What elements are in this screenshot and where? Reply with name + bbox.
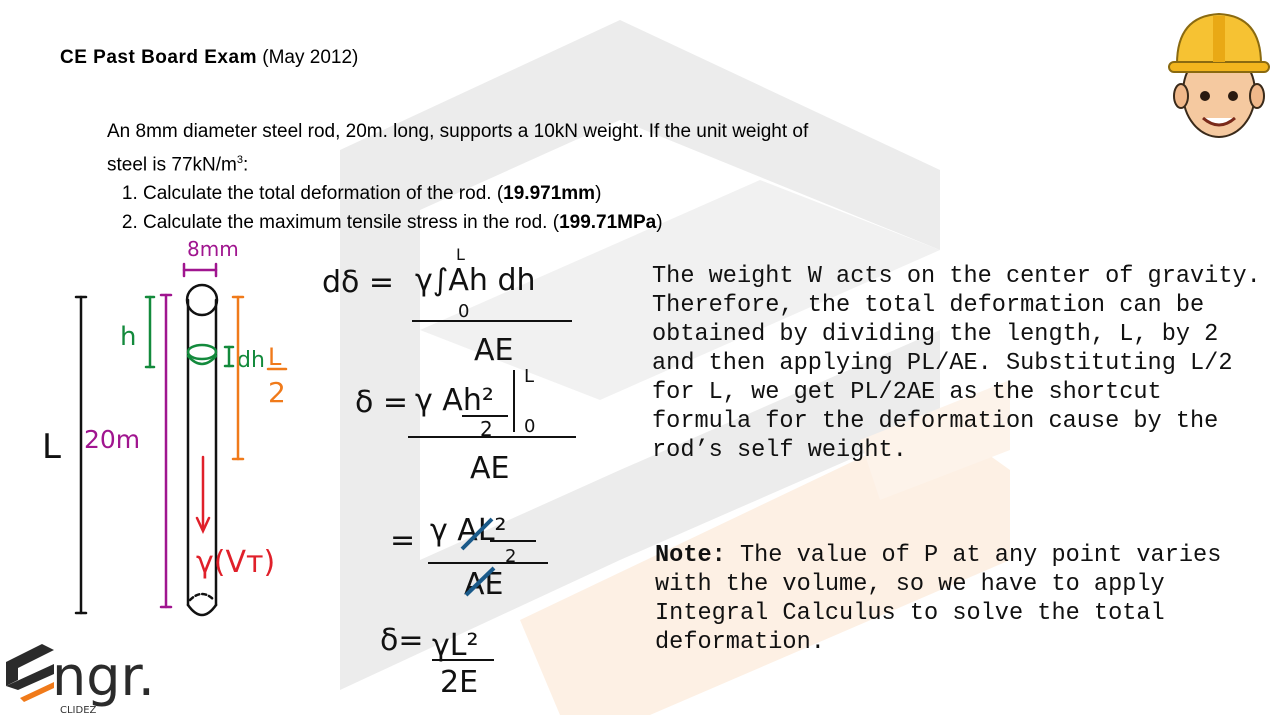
engineer-mascot-icon xyxy=(1168,12,1270,138)
watermark-orange-stripe-2 xyxy=(860,380,1010,500)
eq3-den: AE xyxy=(464,567,503,602)
engr-clidez-logo: ngr. CLIDEZ xyxy=(6,644,155,715)
length-value: 20m xyxy=(84,425,140,454)
eq2-lower: 0 xyxy=(524,416,535,437)
eq1-upper: L xyxy=(456,245,465,264)
half-den: 2 xyxy=(268,376,286,409)
h-label: h xyxy=(120,322,136,352)
note-text: Note: The value of P at any point varies… xyxy=(655,542,1222,656)
logo-sub: CLIDEZ xyxy=(60,705,97,715)
eq2-den: AE xyxy=(470,451,509,486)
weight-arrow xyxy=(195,455,211,534)
eq4-den: 2E xyxy=(440,665,478,700)
eq1-num: γ∫Ah dh xyxy=(415,263,536,298)
page-title: CE Past Board Exam (May 2012) xyxy=(60,47,358,69)
eq3-lhs: = xyxy=(390,523,415,558)
eq4-lhs: δ= xyxy=(380,623,424,658)
length-dimension-magenta xyxy=(159,293,173,609)
watermark-e-top xyxy=(340,20,940,300)
half-length-dimension xyxy=(231,295,288,461)
problem-statement: An 8mm diameter steel rod, 20m. long, su… xyxy=(107,117,987,237)
length-symbol: L xyxy=(42,427,61,467)
title-bold: CE Past Board Exam xyxy=(60,47,257,68)
answer-1: 19.971mm xyxy=(503,183,596,205)
question-2: Calculate the maximum tensile stress in … xyxy=(143,208,987,237)
weight-label: γ(Vт) xyxy=(196,545,275,580)
statement-line-2: steel is 77kN/m3: xyxy=(107,154,249,176)
dh-label: dh xyxy=(237,348,265,373)
watermark-e-bar xyxy=(420,180,940,400)
eq1-den: AE xyxy=(474,333,513,368)
h-dimension xyxy=(144,295,235,369)
explanation-text: The weight W acts on the center of gravi… xyxy=(652,263,1261,464)
diameter-label: 8mm xyxy=(187,237,239,261)
title-date: (May 2012) xyxy=(262,47,359,68)
eq4-num: γL² xyxy=(432,628,479,663)
statement-line-1: An 8mm diameter steel rod, 20m. long, su… xyxy=(107,121,809,142)
eq2-num: γ Ah² xyxy=(415,383,494,418)
half-num: L xyxy=(268,343,282,371)
answer-2: 199.71MPa xyxy=(559,212,657,234)
diameter-dimension xyxy=(182,262,218,278)
eq1-lower: 0 xyxy=(458,301,469,322)
logo-main: ngr. xyxy=(52,645,155,708)
watermark-e-mid xyxy=(340,300,940,690)
eq2-num-den: 2 xyxy=(480,417,493,441)
eq1-lhs: dδ = xyxy=(322,265,394,300)
note-label: Note: xyxy=(655,542,726,569)
eq2-lhs: δ = xyxy=(355,385,408,420)
eq3-num-den: 2 xyxy=(505,546,516,567)
length-dimension-black xyxy=(74,295,88,615)
question-1: Calculate the total deformation of the r… xyxy=(143,179,987,208)
eq2-upper: L xyxy=(524,366,534,387)
